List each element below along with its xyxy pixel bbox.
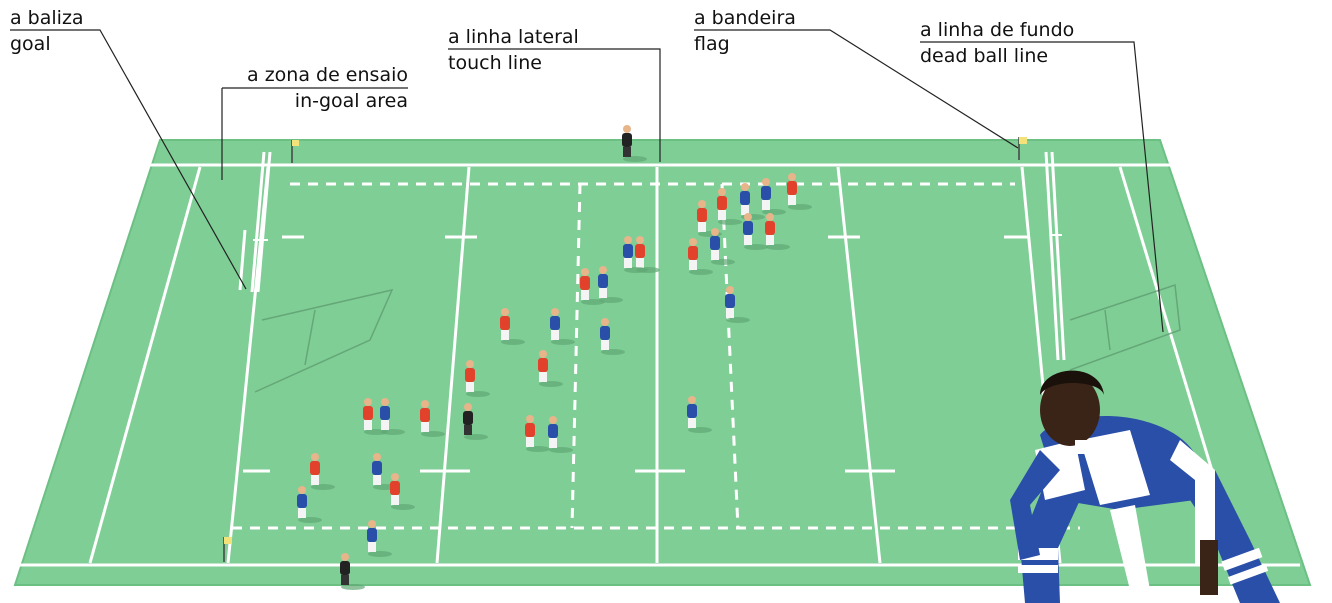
red-player [688,238,713,275]
foreground-player [1010,370,1280,603]
red-player [787,173,812,210]
label-in-goal-area-en: in-goal area [294,90,408,112]
blue-player [550,308,575,345]
blue-player [743,213,768,250]
red-player [310,453,335,490]
goal-posts-right [1044,151,1066,361]
label-flag: a bandeira flag [694,6,796,56]
players [297,125,812,590]
goal-post-shadows [254,283,1181,393]
label-touch-line-pt: a linha lateral [448,26,579,48]
red-player [420,400,445,437]
red-player [390,473,415,510]
label-goal-pt: a baliza [10,7,84,29]
flag-icon [223,537,232,562]
label-goal-en: goal [10,33,51,55]
red-player [580,268,605,305]
blue-player [297,486,322,523]
blue-player [380,398,405,435]
label-flag-pt: a bandeira [694,7,796,29]
blue-player [710,228,735,265]
dashed-lines [232,182,1080,530]
blue-player [598,266,623,303]
referee [340,553,365,590]
flag-icon [291,140,299,163]
red-player [717,188,742,225]
label-leader-lines [10,29,1164,333]
blue-player [687,396,712,433]
pitch-lines [20,163,1300,567]
label-dead-ball-line: a linha de fundo dead ball line [920,18,1074,68]
flag-icon [1018,137,1027,160]
corner-flags [223,137,1027,562]
red-player [538,350,563,387]
blue-player [548,416,573,453]
label-dead-ball-line-pt: a linha de fundo [920,19,1075,41]
blue-player [725,286,750,323]
red-player [500,308,525,345]
red-player [363,398,388,435]
label-in-goal-area: a zona de ensaio in-goal area [222,63,408,113]
pitch-surface [13,139,1312,586]
red-player [525,415,550,452]
blue-player [367,520,392,557]
label-dead-ball-line-en: dead ball line [920,45,1049,67]
red-player [765,213,790,250]
referee [622,125,647,162]
label-in-goal-area-pt: a zona de ensaio [247,64,408,86]
label-touch-line-en: touch line [448,52,542,74]
referee [463,403,488,440]
blue-player [761,178,786,215]
label-goal: a baliza goal [10,6,84,56]
red-player [465,360,490,397]
blue-player [623,236,648,273]
label-touch-line: a linha lateral touch line [448,25,579,75]
blue-player [600,318,625,355]
label-flag-en: flag [694,33,730,55]
